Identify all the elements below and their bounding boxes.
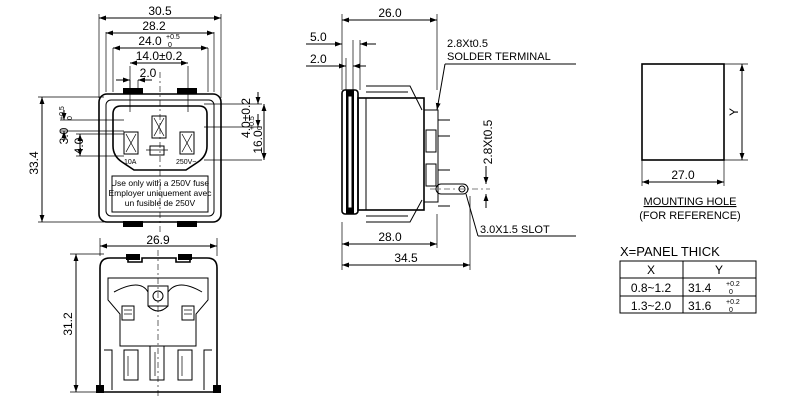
dim-inner-width: 28.2 (142, 19, 166, 33)
dim-3-0: 3.0 (57, 127, 71, 144)
mounting-hole-width: 27.0 (671, 168, 695, 182)
dim-flange-tol-lower: 0 (168, 42, 172, 49)
table-header-x: X (647, 263, 655, 277)
panel-table-title: X=PANEL THICK (620, 244, 720, 259)
dim-2-0: 2.0 (310, 52, 327, 66)
dim-3-0-tol-lower: 0 (67, 116, 74, 120)
mounting-hole-view: Y 27.0 MOUNTING HOLE (FOR REFERENCE) (639, 63, 748, 222)
mounting-hole-subcaption: (FOR REFERENCE) (639, 210, 740, 222)
mounting-hole-caption: MOUNTING HOLE (644, 196, 737, 208)
dim-pin-width: 2.0 (140, 66, 157, 80)
dim-height-overall: 33.4 (27, 151, 41, 175)
table-row-1-y: 31.4 (688, 281, 712, 295)
dim-5-0: 5.0 (310, 30, 327, 44)
table-row-1-x: 0.8~1.2 (631, 281, 672, 295)
dim-4-0: 4.0 (72, 137, 86, 154)
dim-side-bottom-inner: 28.0 (378, 230, 402, 244)
fuse-symbol-icon (146, 145, 168, 156)
bottom-view: 26.9 31.2 (61, 233, 221, 398)
table-header-y: Y (715, 263, 723, 277)
side-body (357, 97, 425, 211)
table-row-2-tol-lower: 0 (729, 307, 733, 314)
mounting-hole-height: Y (727, 108, 741, 116)
notice-line-2: Employer uniquement avec (108, 188, 212, 198)
dim-16-0-tol-upper: +0.5 (249, 116, 256, 130)
panel-thickness-table: X=PANEL THICK X Y 0.8~1.2 31.4 +0.2 0 1.… (619, 244, 757, 314)
table-row-2-y: 31.6 (688, 299, 712, 313)
slot-label: 3.0X1.5 SLOT (480, 224, 550, 236)
dim-side-top-length: 26.0 (378, 6, 402, 20)
rating-voltage: 250V~ (176, 159, 196, 166)
dim-side-bottom-overall: 34.5 (394, 251, 418, 265)
dim-16-0-tol-lower: 0 (257, 126, 264, 130)
front-view: 30.5 28.2 24.0 +0.5 0 14.0±0.2 2.0 33.4 … (27, 4, 267, 232)
table-row-2-tol-upper: +0.2 (726, 299, 740, 306)
table-row-2-x: 1.3~2.0 (631, 299, 672, 313)
dim-3-0-tol-upper: +0.5 (59, 106, 66, 120)
table-row-1-tol-upper: +0.2 (726, 281, 740, 288)
dim-flange-tol-upper: +0.5 (166, 34, 180, 41)
side-view: 26.0 5.0 2.0 2.8Xt0.5 SOLDER TERMINAL (306, 6, 576, 270)
table-row-1-tol-lower: 0 (729, 289, 733, 296)
dim-16-0: 16.0 (251, 130, 265, 154)
dim-bottom-height: 31.2 (61, 312, 75, 336)
mounting-hole-outline (641, 63, 725, 161)
dim-pin-span: 14.0±0.2 (136, 49, 183, 63)
socket-opening (112, 105, 208, 171)
dim-4-0-right: 4.0±0.2 (239, 98, 253, 138)
bottom-body-outline (99, 257, 218, 393)
terminal-size-label: 2.8Xt0.5 (447, 38, 488, 50)
dim-flange-width: 24.0 (138, 34, 162, 48)
dim-terminal-vertical: 2.8Xt0.5 (481, 119, 495, 164)
dim-overall-width: 30.5 (148, 4, 172, 18)
notice-line-1: Use only with a 250V fuse (111, 178, 210, 188)
rating-current: 10A (124, 159, 137, 166)
terminal-name-label: SOLDER TERMINAL (447, 51, 551, 63)
dim-bottom-width: 26.9 (146, 233, 170, 247)
